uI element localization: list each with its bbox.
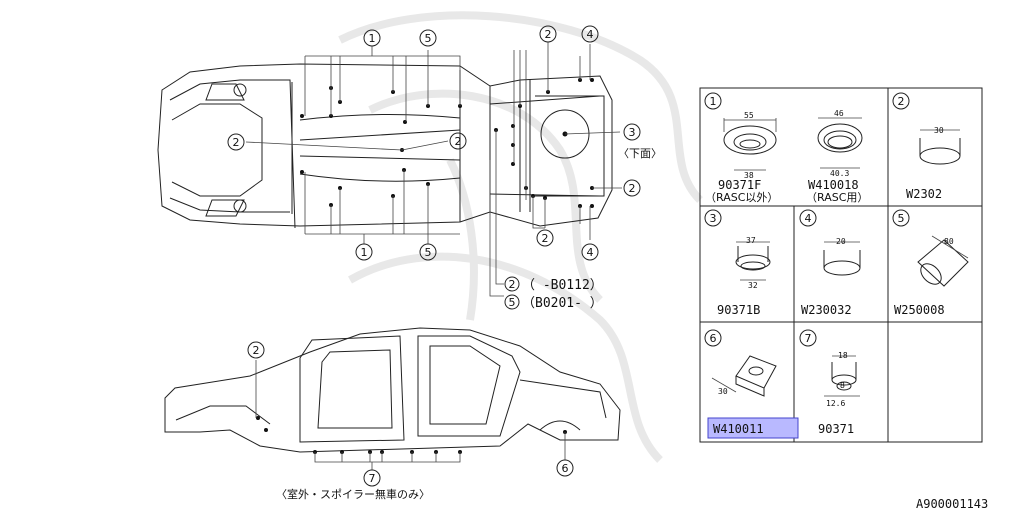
callout-4-lower: 4 xyxy=(581,243,599,261)
svg-text:4: 4 xyxy=(587,28,594,41)
floor-leader-lines xyxy=(245,42,622,297)
callout-5-top: 5 xyxy=(419,29,437,47)
callout-7-side: 7 xyxy=(363,469,381,487)
parts-cell-1: 1 55 38 90371F （RASC以外） 46 40.3 W410018 … xyxy=(704,92,868,204)
svg-text:5: 5 xyxy=(425,246,432,259)
svg-text:2: 2 xyxy=(629,182,636,195)
callout-4-upper: 4 xyxy=(581,25,599,43)
svg-text:5: 5 xyxy=(425,32,432,45)
parts-cell-2: 2 30 W2302 xyxy=(892,92,961,201)
svg-text:32: 32 xyxy=(748,281,758,290)
catalog-code: A900001143 xyxy=(916,497,988,511)
range-note-2: 2 （ -B0112） xyxy=(504,276,603,293)
svg-text:80: 80 xyxy=(944,237,954,246)
parts-cell-6: 6 30 W410011 xyxy=(704,329,799,439)
svg-text:（RASC以外）: （RASC以外） xyxy=(705,191,778,204)
range-note-5: 5 （B0201- ） xyxy=(504,294,603,311)
body-side-view: 2 7 6 〈室外・スポイラー無車のみ〉 xyxy=(164,327,621,501)
parts-cell-4: 4 20 W230032 xyxy=(799,209,861,317)
svg-text:6: 6 xyxy=(710,332,717,345)
callout-3: 3 xyxy=(623,123,641,141)
svg-text:30: 30 xyxy=(718,387,728,396)
parts-table: 1 55 38 90371F （RASC以外） 46 40.3 W410018 … xyxy=(699,87,983,443)
svg-text:40.3: 40.3 xyxy=(830,169,849,178)
svg-text:5: 5 xyxy=(898,212,905,225)
svg-text:2: 2 xyxy=(455,135,462,148)
part-number-90371B: 90371B xyxy=(717,303,760,317)
svg-text:（ -B0112）: （ -B0112） xyxy=(522,278,603,293)
svg-text:1: 1 xyxy=(710,95,717,108)
svg-text:37: 37 xyxy=(746,236,756,245)
callout-1-bottom: 1 xyxy=(355,243,373,261)
parts-cell-7: 7 18 8 12.6 90371 xyxy=(799,329,860,436)
part-number-W410018: W410018 xyxy=(808,178,859,192)
callout-2-left: 2 xyxy=(227,133,245,151)
underside-note: 〈下面〉 xyxy=(618,147,662,160)
part-number-W250008: W250008 xyxy=(894,303,945,317)
part-number-W230032: W230032 xyxy=(801,303,852,317)
svg-text:2: 2 xyxy=(542,232,549,245)
svg-text:3: 3 xyxy=(710,212,717,225)
svg-text:7: 7 xyxy=(805,332,812,345)
svg-text:1: 1 xyxy=(361,246,368,259)
part-number-W410011: W410011 xyxy=(713,422,764,436)
svg-text:7: 7 xyxy=(369,472,376,485)
callout-2-mid: 2 xyxy=(449,132,467,150)
svg-text:2: 2 xyxy=(233,136,240,149)
callout-2-lower: 2 xyxy=(536,229,554,247)
svg-text:1: 1 xyxy=(369,32,376,45)
svg-text:2: 2 xyxy=(545,28,552,41)
svg-text:2: 2 xyxy=(509,278,516,291)
highlighted-part-number[interactable] xyxy=(707,417,799,439)
svg-text:12.6: 12.6 xyxy=(826,399,845,408)
floor-top-view: 1 5 2 2 1 5 2 4 xyxy=(157,25,662,311)
svg-text:4: 4 xyxy=(805,212,812,225)
side-view-note: 〈室外・スポイラー無車のみ〉 xyxy=(276,487,430,501)
parts-cell-3: 3 37 32 90371B xyxy=(704,209,771,317)
svg-text:3: 3 xyxy=(629,126,636,139)
callout-2-right: 2 xyxy=(623,179,641,197)
callout-6-side: 6 xyxy=(556,459,574,477)
callout-2-upper-right: 2 xyxy=(539,25,557,43)
svg-text:55: 55 xyxy=(744,111,754,120)
callout-1-top: 1 xyxy=(363,29,381,47)
svg-text:38: 38 xyxy=(744,171,754,180)
svg-text:30: 30 xyxy=(934,126,944,135)
svg-text:2: 2 xyxy=(898,95,905,108)
svg-text:20: 20 xyxy=(836,237,846,246)
callout-2-side: 2 xyxy=(247,341,265,359)
svg-text:4: 4 xyxy=(587,246,594,259)
svg-text:8: 8 xyxy=(840,381,845,390)
svg-text:6: 6 xyxy=(562,462,569,475)
part-number-W2302: W2302 xyxy=(906,187,942,201)
svg-text:5: 5 xyxy=(509,296,516,309)
part-number-90371F: 90371F xyxy=(718,178,761,192)
parts-cell-5: 5 80 W250008 xyxy=(892,209,969,317)
svg-text:2: 2 xyxy=(253,344,260,357)
callout-5-bottom: 5 xyxy=(419,243,437,261)
svg-text:18: 18 xyxy=(838,351,848,360)
svg-text:（B0201- ）: （B0201- ） xyxy=(522,296,603,311)
part-number-90371: 90371 xyxy=(818,422,854,436)
svg-text:（RASC用）: （RASC用） xyxy=(806,191,868,204)
svg-text:46: 46 xyxy=(834,109,844,118)
